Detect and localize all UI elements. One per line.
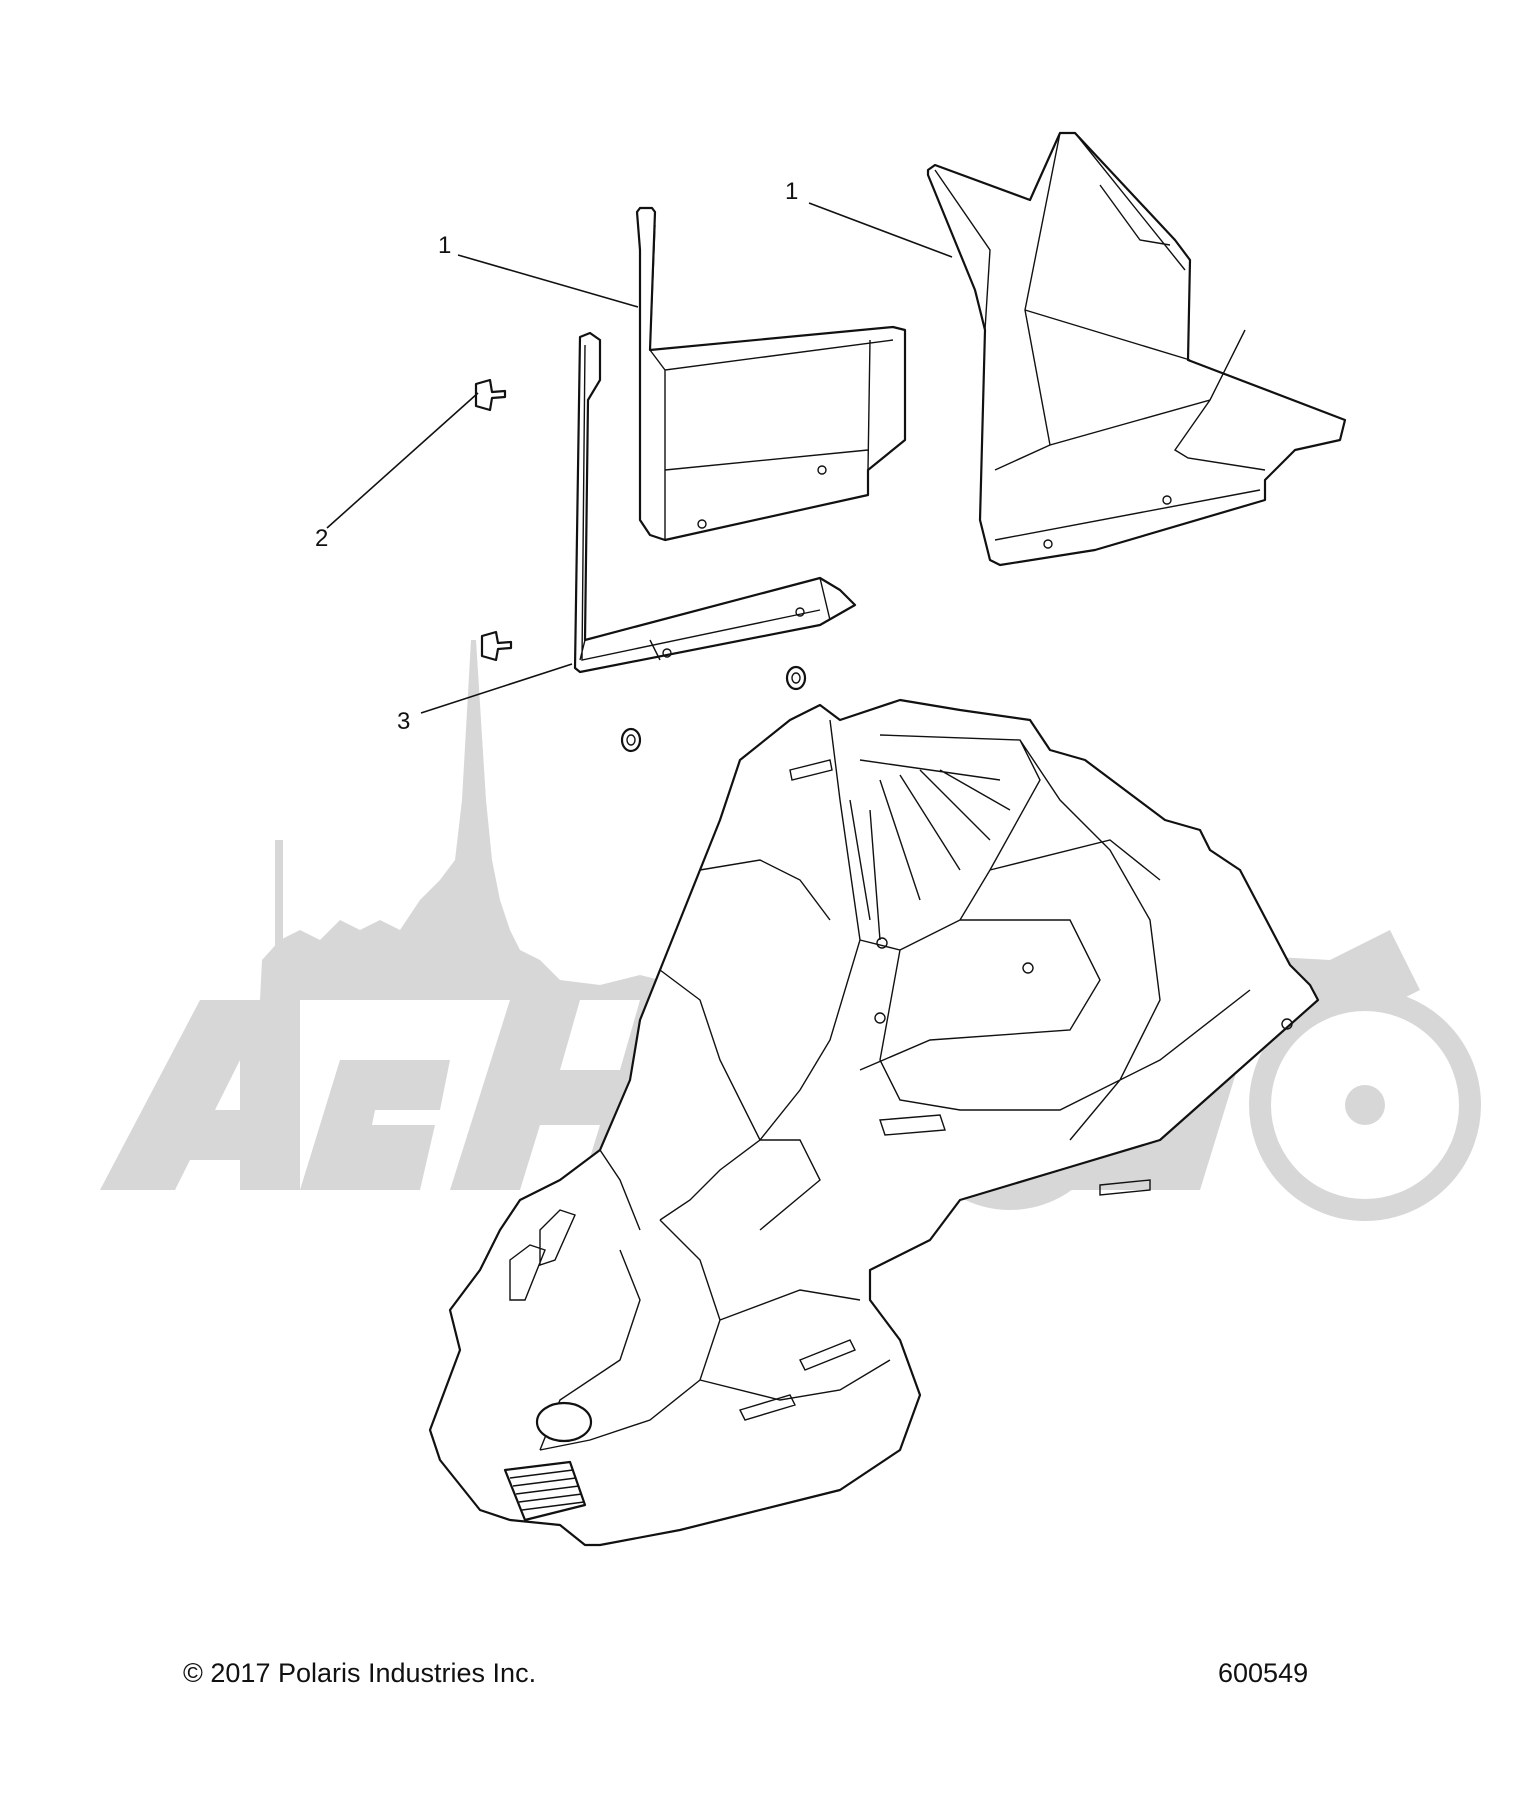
push-rivets	[474, 378, 513, 662]
callout-1-right: 1	[785, 178, 798, 205]
leader-1-left	[457, 254, 639, 308]
leader-2	[326, 392, 479, 529]
side-panel-left	[635, 206, 907, 542]
diagram-number: 600549	[1218, 1658, 1309, 1688]
leader-1-right	[808, 202, 953, 258]
windshield-cowl	[926, 131, 1347, 567]
leader-3	[420, 663, 573, 714]
callout-3: 3	[397, 708, 410, 735]
leader-lines	[326, 202, 953, 714]
callout-1-left: 1	[438, 232, 451, 259]
hood-body-panel	[428, 698, 1320, 1547]
copyright-text: © 2017 Polaris Industries Inc.	[183, 1658, 537, 1688]
nuts	[620, 665, 807, 753]
trim-bracket	[573, 331, 857, 674]
callout-2: 2	[315, 525, 328, 552]
